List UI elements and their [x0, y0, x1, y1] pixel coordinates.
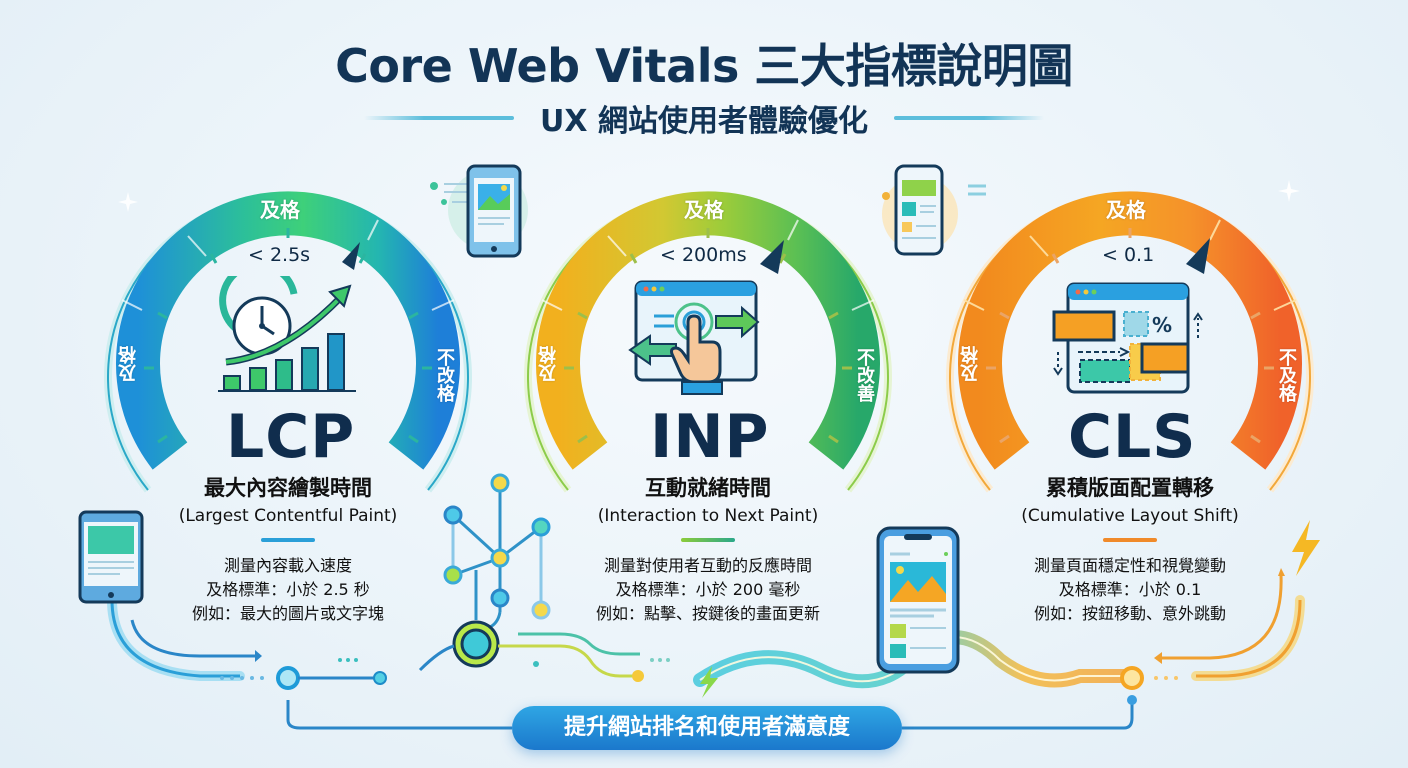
threshold-label: < 2.5s — [248, 244, 311, 266]
gauge-top-label: 及格 — [1106, 198, 1146, 222]
threshold-label: < 200ms — [660, 244, 747, 266]
cls-description: 累積版面配置轉移 (Cumulative Layout Shift) 測量頁面穩… — [980, 472, 1280, 626]
subtitle-divider-right — [893, 116, 1044, 120]
cta-banner: 提升網站排名和使用者滿意度 — [512, 706, 902, 750]
metric-abbr: INP — [650, 402, 770, 472]
gauge-left-label: 及格 — [538, 346, 559, 382]
page-subtitle: UX 網站使用者體驗優化 — [540, 104, 868, 139]
inp-gauge: 及格 及格 不改善 < 200ms INP — [498, 170, 918, 510]
desc-line: 及格標準：小於 200 毫秒 — [615, 580, 801, 599]
gauge-left-label: 及格 — [960, 346, 981, 382]
tablet-icon — [78, 510, 144, 604]
gauge-left-label: 及格 — [118, 346, 139, 382]
metric-name-cn: 互動就緒時間 — [645, 476, 771, 500]
desc-line: 及格標準：小於 2.5 秒 — [206, 580, 370, 599]
page-title: Core Web Vitals 三大指標說明圖 — [335, 39, 1073, 93]
desc-line: 例如：按鈕移動、意外跳動 — [1033, 604, 1226, 623]
metric-name-en: (Largest Contentful Paint) — [178, 506, 398, 526]
gauge-arc — [104, 191, 472, 493]
desc-line: 測量內容載入速度 — [223, 556, 352, 575]
layout-shift-icon: % — [1052, 282, 1203, 394]
divider — [681, 538, 735, 542]
phone-image-icon — [430, 164, 528, 258]
cls-gauge: 及格 及格 不及格 < 0.1 % CLS — [920, 170, 1340, 510]
sparkle-icon — [1278, 180, 1300, 202]
inp-description: 互動就緒時間 (Interaction to Next Paint) 測量對使用… — [558, 472, 858, 626]
lcp-gauge: 及格 及格 不改格 < 2.5s LCP — [78, 170, 498, 510]
svg-text:%: % — [1152, 313, 1172, 337]
metric-name-en: (Interaction to Next Paint) — [597, 506, 819, 526]
threshold-label: < 0.1 — [1102, 244, 1155, 266]
subtitle-divider-left — [364, 116, 515, 120]
phone-layout-icon — [882, 164, 986, 256]
lcp-description: 最大內容繪製時間 (Largest Contentful Paint) 測量內容… — [138, 472, 438, 626]
divider — [1103, 538, 1157, 542]
gauge-arc — [946, 191, 1314, 493]
gauge-right-label: 不改善 — [854, 348, 875, 402]
metric-abbr: CLS — [1068, 402, 1197, 472]
metric-name-cn: 累積版面配置轉移 — [1046, 476, 1214, 500]
gauge-arc — [524, 191, 892, 493]
subtitle-row: UX 網站使用者體驗優化 — [0, 96, 1408, 140]
desc-line: 例如：點擊、按鍵後的畫面更新 — [595, 604, 820, 623]
smartphone-icon — [876, 526, 960, 674]
gauge-right-label: 不及格 — [1276, 348, 1297, 402]
metric-name-en: (Cumulative Layout Shift) — [1021, 506, 1239, 526]
click-interaction-icon — [628, 280, 760, 395]
sparkle-icon — [118, 192, 138, 212]
desc-line: 測量對使用者互動的反應時間 — [603, 556, 812, 575]
desc-line: 及格標準：小於 0.1 — [1058, 580, 1202, 599]
gauge-right-label: 不改格 — [434, 348, 455, 402]
metric-name-cn: 最大內容繪製時間 — [204, 476, 372, 500]
clock-growth-icon — [218, 276, 356, 392]
metric-abbr: LCP — [226, 402, 356, 472]
gauge-top-label: 及格 — [684, 198, 724, 222]
desc-line: 測量頁面穩定性和視覺變動 — [1033, 556, 1226, 575]
divider — [261, 538, 315, 542]
gauge-top-label: 及格 — [260, 198, 300, 222]
desc-line: 例如：最大的圖片或文字塊 — [191, 604, 384, 623]
